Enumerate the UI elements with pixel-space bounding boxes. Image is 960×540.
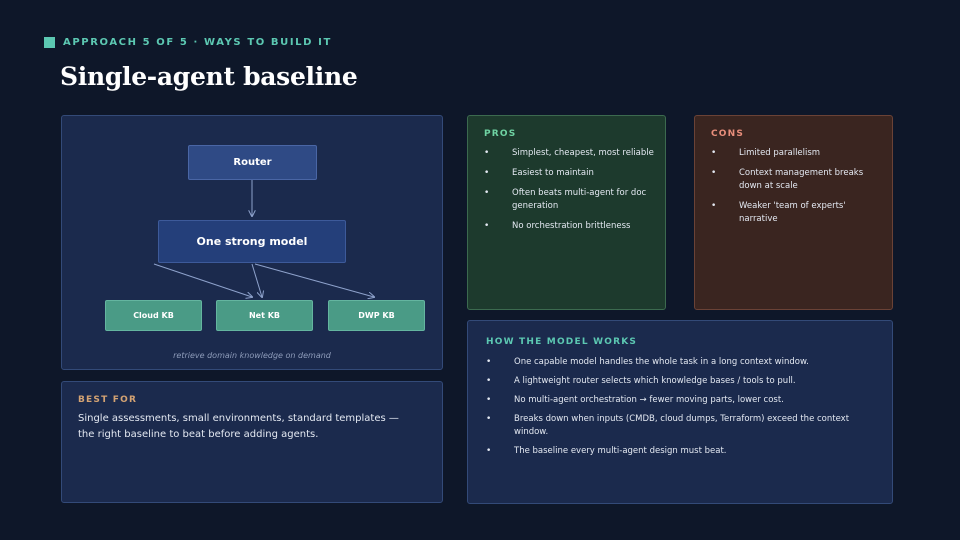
pros-item: Easiest to maintain bbox=[484, 167, 656, 180]
diagram-caption: retrieve domain knowledge on demand bbox=[173, 351, 331, 360]
cons-heading: CONS bbox=[711, 129, 745, 139]
best-for-heading: BEST FOR bbox=[78, 395, 138, 405]
pros-item: Simplest, cheapest, most reliable bbox=[484, 147, 656, 160]
cons-item: Context management breaks down at scale bbox=[711, 167, 883, 193]
router-node: Router bbox=[188, 145, 317, 180]
model-to-dwp-kb-arrow bbox=[254, 263, 374, 297]
best-for-panel: BEST FOR Single assessments, small envir… bbox=[61, 381, 443, 503]
dwp-kb-node: DWP KB bbox=[328, 300, 425, 331]
pros-heading: PROS bbox=[484, 129, 517, 139]
cloud-kb-node: Cloud KB bbox=[105, 300, 202, 331]
pros-item: Often beats multi-agent for doc generati… bbox=[484, 187, 656, 213]
how-item: The baseline every multi-agent design mu… bbox=[486, 445, 881, 458]
how-it-works-list: One capable model handles the whole task… bbox=[486, 356, 881, 464]
how-item: One capable model handles the whole task… bbox=[486, 356, 881, 369]
cons-item: Limited parallelism bbox=[711, 147, 883, 160]
how-item: Breaks down when inputs (CMDB, cloud dum… bbox=[486, 413, 881, 439]
cons-list: Limited parallelism Context management b… bbox=[711, 147, 883, 233]
how-item: No multi-agent orchestration → fewer mov… bbox=[486, 394, 881, 407]
kicker-text: APPROACH 5 OF 5 · WAYS TO BUILD IT bbox=[63, 37, 332, 48]
pros-item: No orchestration brittleness bbox=[484, 220, 656, 233]
page-title: Single-agent baseline bbox=[60, 62, 358, 91]
how-it-works-panel: HOW THE MODEL WORKS One capable model ha… bbox=[467, 320, 893, 504]
architecture-diagram-panel: Router One strong model Cloud KB Net KB … bbox=[61, 115, 443, 370]
how-item: A lightweight router selects which knowl… bbox=[486, 375, 881, 388]
pros-panel: PROS Simplest, cheapest, most reliable E… bbox=[467, 115, 666, 310]
net-kb-node: Net KB bbox=[216, 300, 313, 331]
model-to-cloud-kb-arrow bbox=[153, 263, 252, 297]
kicker-square-icon bbox=[44, 37, 55, 48]
model-to-net-kb-arrow bbox=[251, 263, 262, 297]
cons-panel: CONS Limited parallelism Context managem… bbox=[694, 115, 893, 310]
strong-model-node: One strong model bbox=[158, 220, 346, 263]
section-kicker: APPROACH 5 OF 5 · WAYS TO BUILD IT bbox=[44, 37, 332, 48]
pros-list: Simplest, cheapest, most reliable Easies… bbox=[484, 147, 656, 240]
best-for-text: Single assessments, small environments, … bbox=[78, 413, 399, 440]
diagram-connectors bbox=[153, 180, 444, 371]
cons-item: Weaker 'team of experts' narrative bbox=[711, 200, 883, 226]
how-it-works-heading: HOW THE MODEL WORKS bbox=[486, 337, 638, 347]
